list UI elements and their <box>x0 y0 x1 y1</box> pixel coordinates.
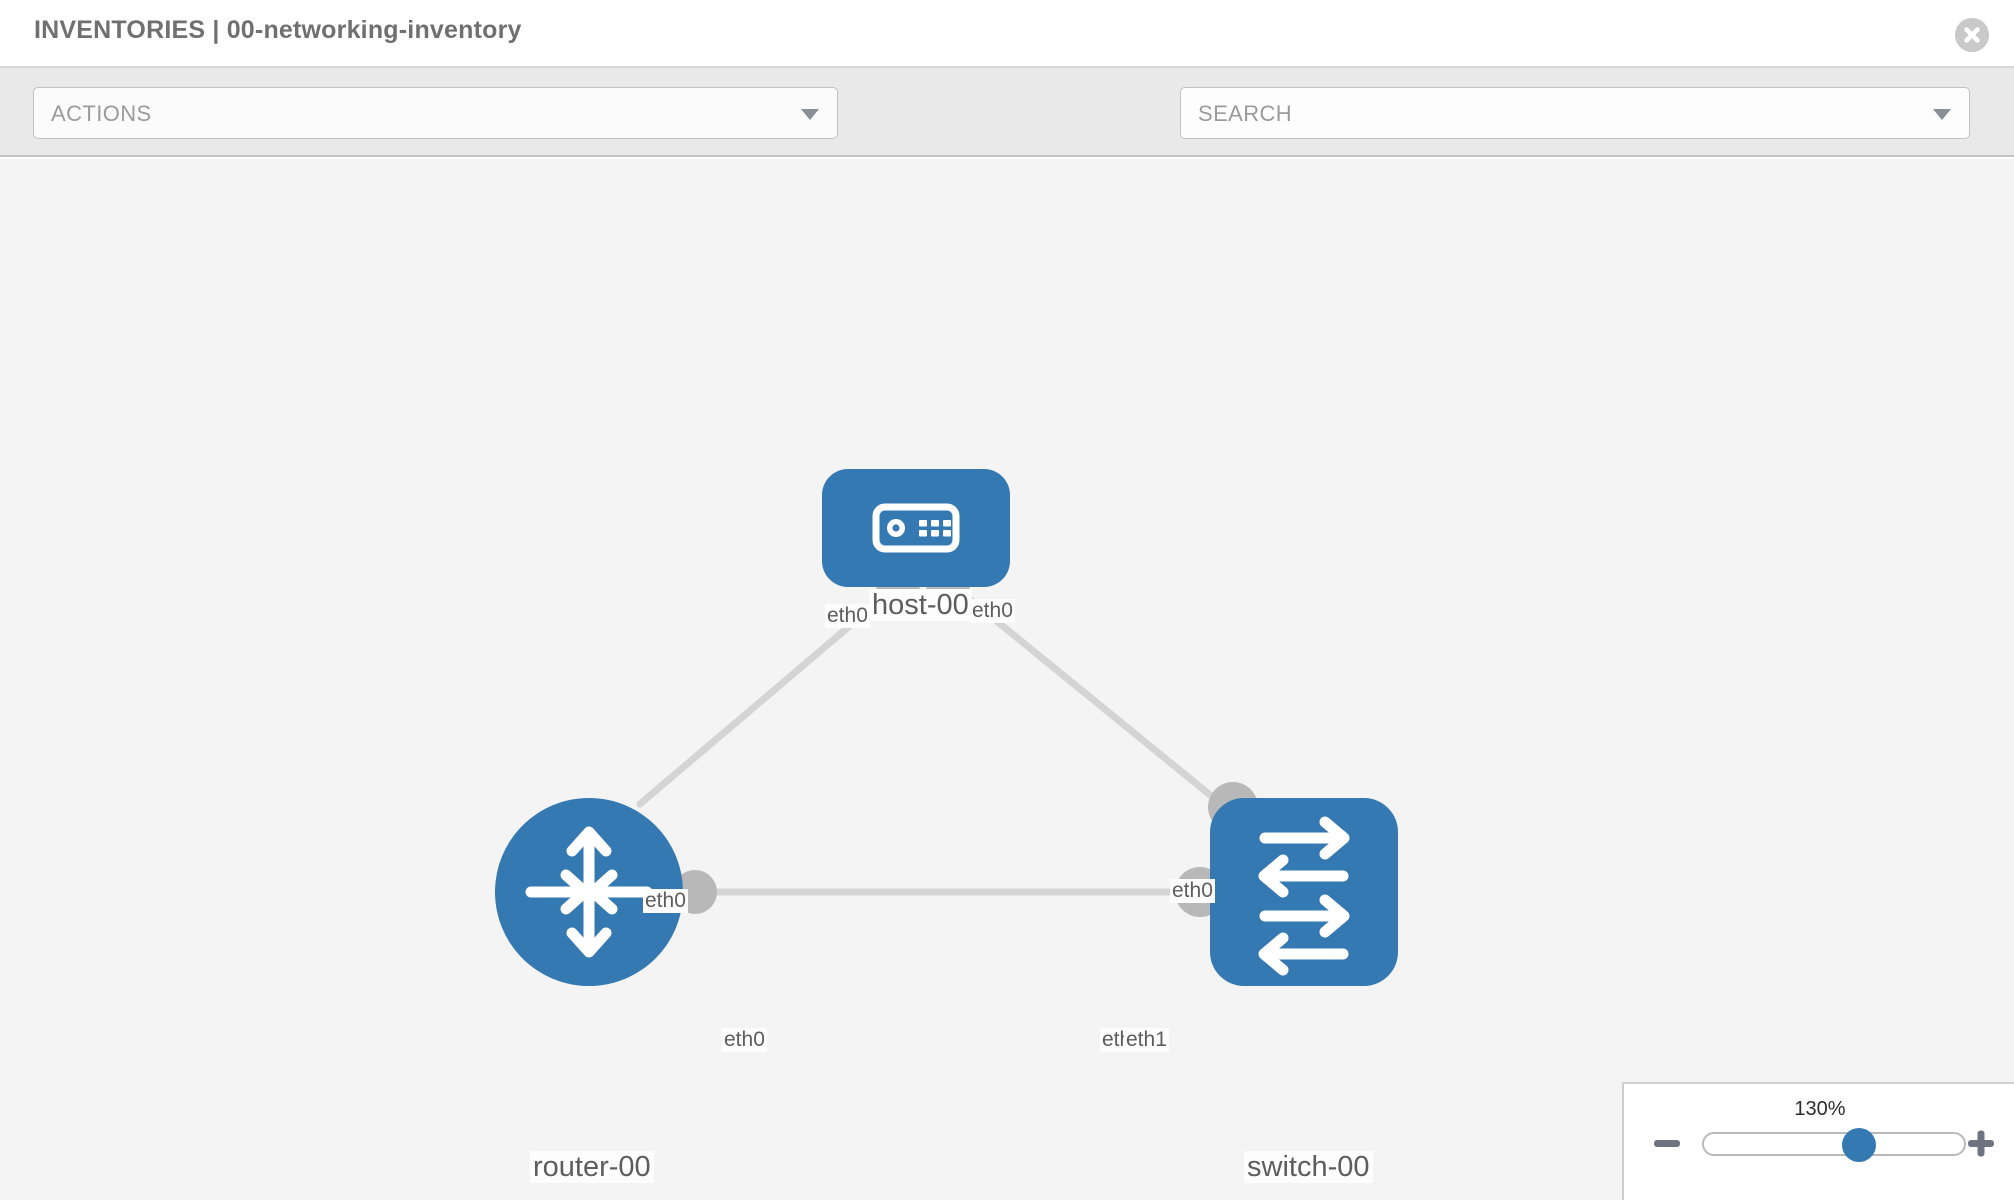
edge-label: eth1 <box>1124 1028 1169 1053</box>
edge-label: eth0 <box>1170 879 1215 904</box>
edge-label: eth0 <box>643 889 688 914</box>
page-header: INVENTORIES | 00-networking-inventory <box>0 0 2014 68</box>
plus-icon[interactable] <box>1966 1128 1996 1158</box>
search-placeholder: SEARCH <box>1198 101 1293 126</box>
zoom-slider[interactable] <box>1702 1128 1966 1162</box>
search-input[interactable]: SEARCH <box>1180 87 1970 139</box>
toolbar: ACTIONS SEARCH <box>0 68 2014 193</box>
router-icon <box>525 826 653 958</box>
close-icon[interactable] <box>1955 18 1989 52</box>
edge-label: eth0 <box>970 599 1015 624</box>
actions-dropdown-label: ACTIONS <box>51 101 152 126</box>
edge-label: eth0 <box>722 1028 767 1053</box>
node-switch-00 <box>1210 798 1398 986</box>
server-icon <box>872 503 960 553</box>
chevron-down-icon <box>801 109 819 120</box>
actions-dropdown[interactable]: ACTIONS <box>33 87 838 139</box>
node-label-switch-00: switch-00 <box>1244 1151 1373 1184</box>
topology-canvas[interactable]: eth0 eth0 eth0 eth0 eth0 eth0 eth1 host-… <box>0 159 2014 1200</box>
zoom-slider-thumb[interactable] <box>1842 1128 1876 1162</box>
server-icon-details <box>887 519 951 537</box>
switch-icon <box>1258 816 1350 976</box>
topology-edges <box>636 575 1219 896</box>
topology-graph <box>495 469 1398 986</box>
zoom-control-panel: 130% <box>1622 1082 2014 1200</box>
node-label-host-00: host-00 <box>869 589 972 622</box>
chevron-down-icon[interactable] <box>1933 109 1951 120</box>
node-router-00 <box>495 798 683 986</box>
zoom-level-value: 130% <box>1794 1098 1846 1120</box>
node-label-router-00: router-00 <box>530 1151 654 1184</box>
page-title: INVENTORIES | 00-networking-inventory <box>34 16 522 44</box>
node-host-00 <box>822 469 1010 587</box>
edge-label: eth0 <box>825 604 870 629</box>
minus-icon[interactable] <box>1652 1128 1682 1158</box>
